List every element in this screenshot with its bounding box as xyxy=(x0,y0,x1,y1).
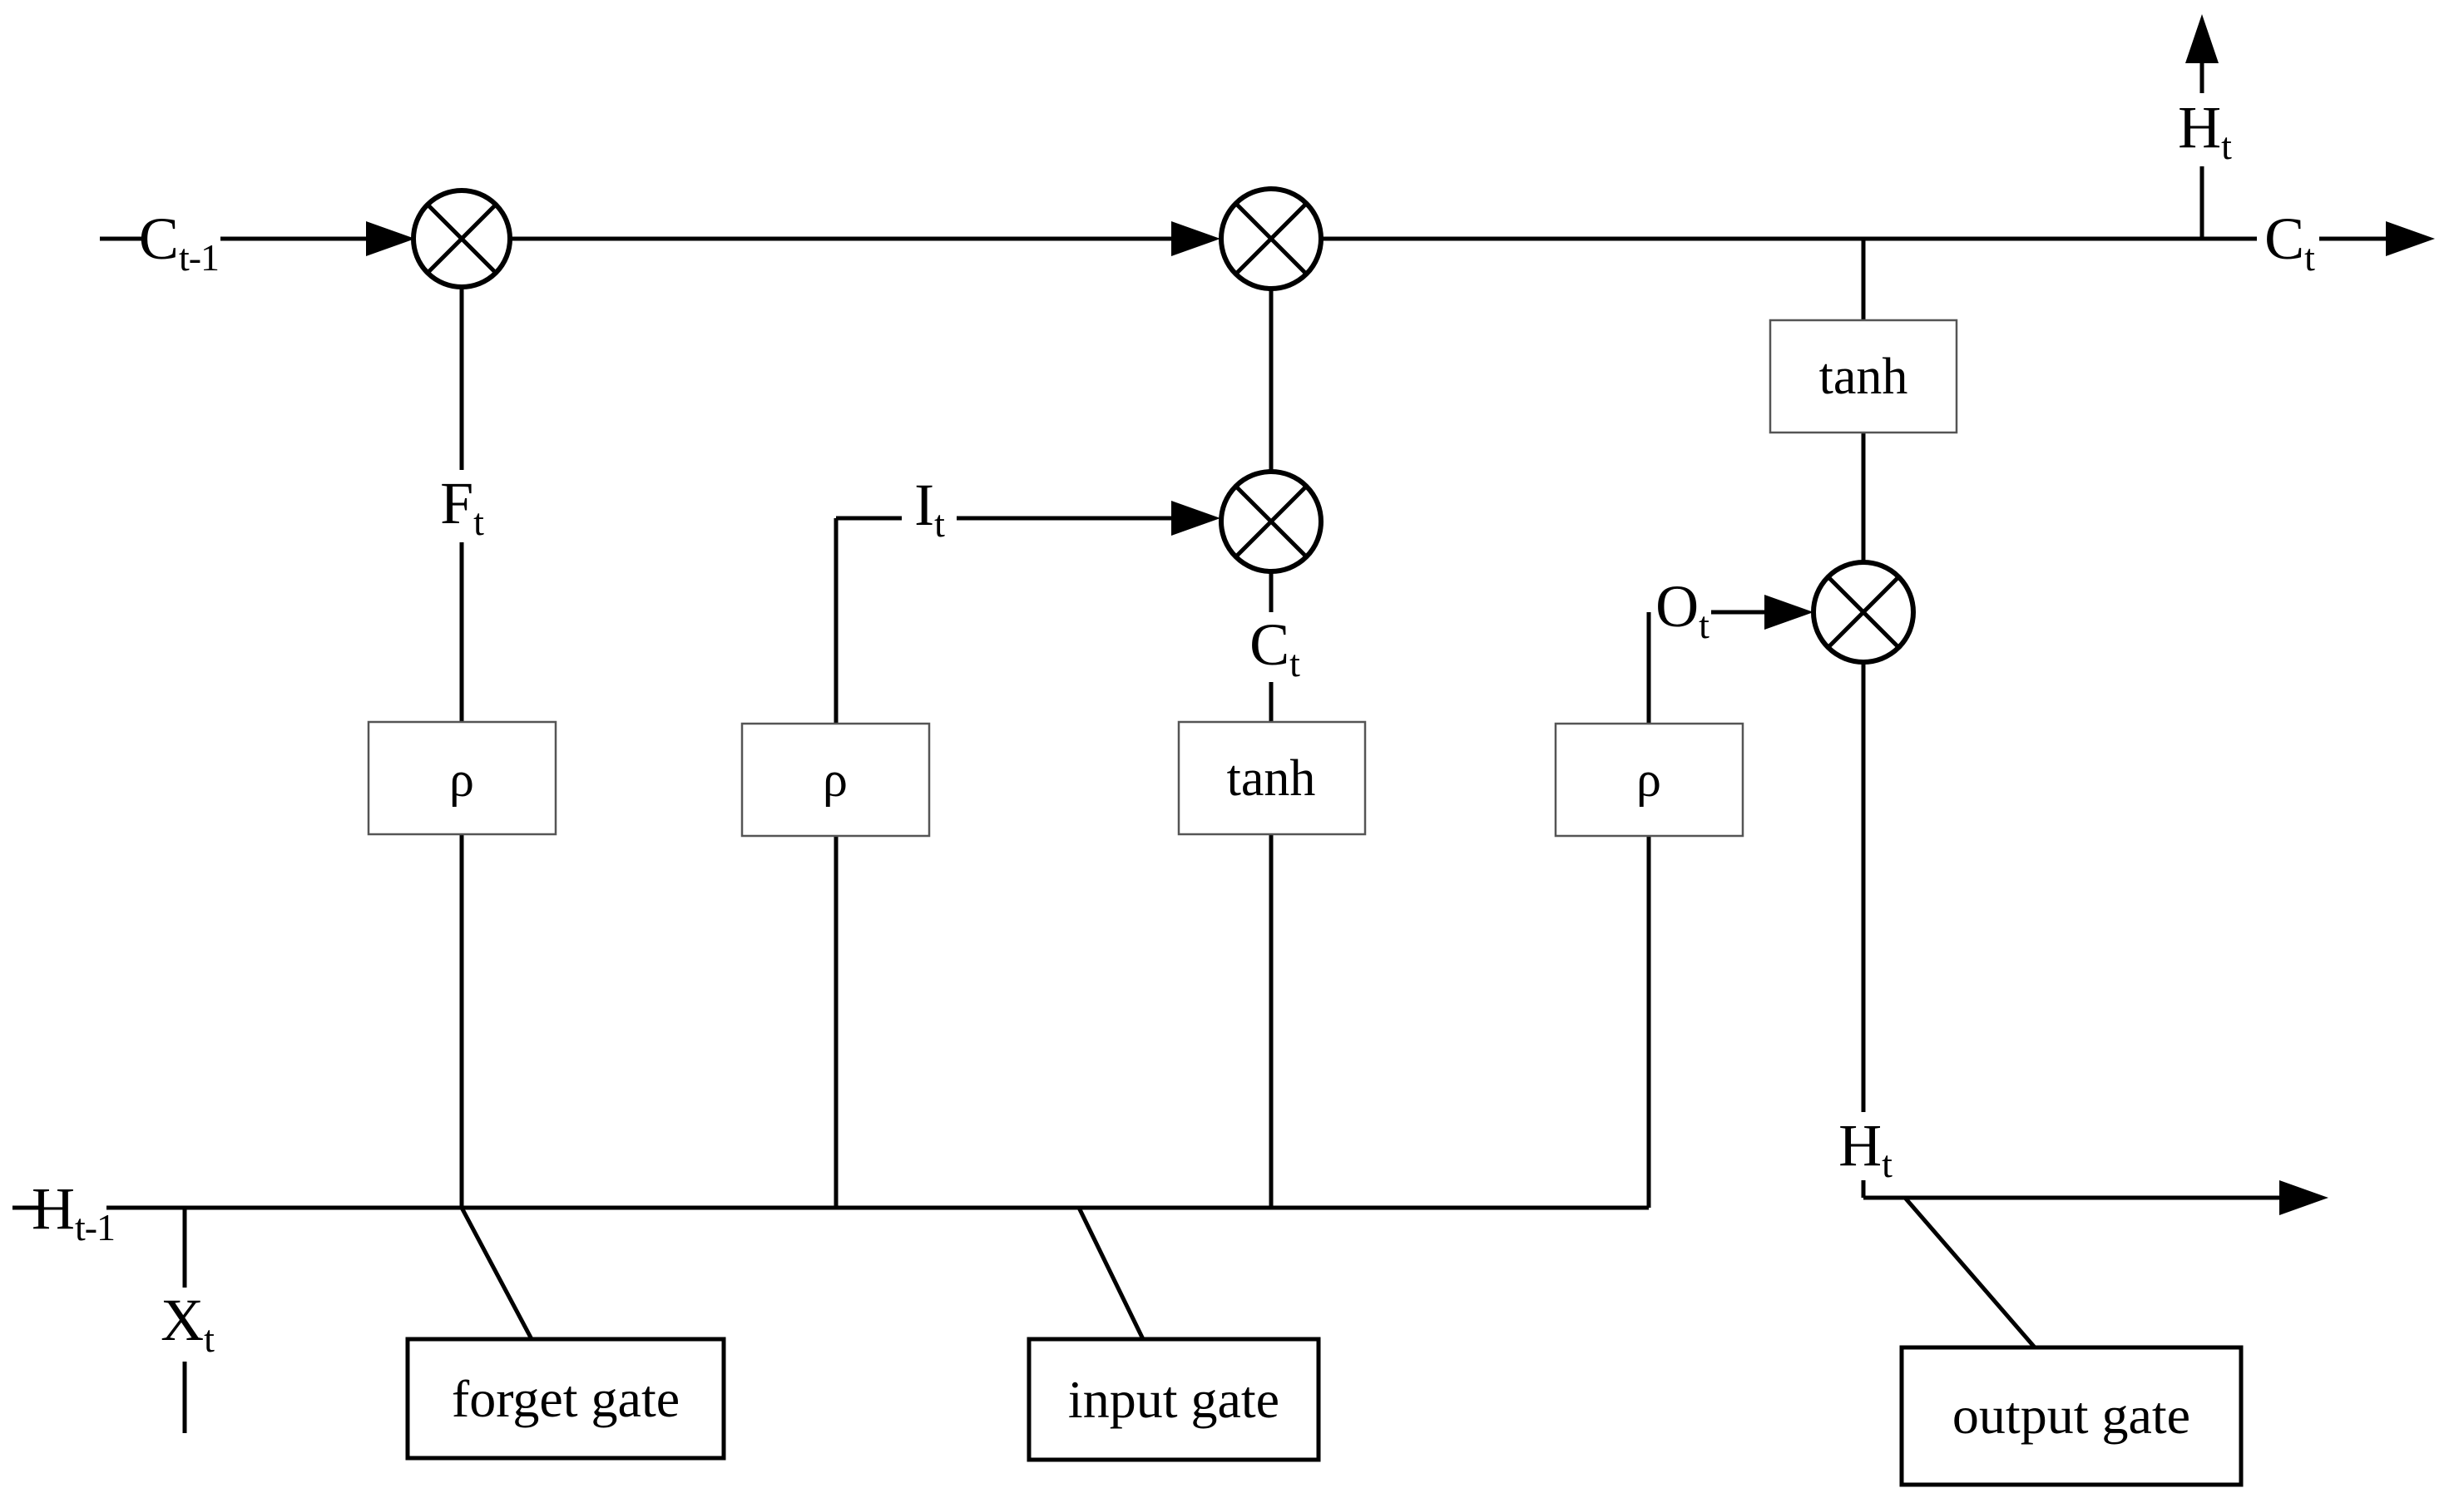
tanh-output-box xyxy=(1769,319,1958,434)
label-h-t-bottom-main: H xyxy=(1838,1112,1883,1179)
arrowhead-c-out-icon xyxy=(2386,221,2435,256)
rho-forget-label: ρ xyxy=(449,752,474,807)
label-h-t-top-main: H xyxy=(2178,94,2222,161)
arrowhead-it-icon xyxy=(1171,501,1220,536)
arrowhead-ht-out-icon xyxy=(2279,1180,2328,1215)
label-h-prev: Ht-1 xyxy=(32,1179,116,1248)
label-h-t-top-sub: t xyxy=(2221,124,2232,167)
multiply-x-stroke xyxy=(426,203,497,274)
label-f-t-main: F xyxy=(440,470,474,537)
label-c-prev-main: C xyxy=(138,205,179,273)
arrowhead-ot-icon xyxy=(1764,595,1813,630)
label-i-t-sub: t xyxy=(934,502,945,545)
arrowhead-into-input-multiply-icon xyxy=(1171,221,1220,256)
output-column-lines xyxy=(1646,610,1765,1208)
label-f-t: Ft xyxy=(440,470,484,543)
multiply-x-stroke xyxy=(1234,202,1308,275)
label-h-t-bottom-sub: t xyxy=(1882,1142,1893,1185)
label-h-t-bottom: Ht xyxy=(1838,1112,1893,1185)
hidden-input-line xyxy=(12,1205,1649,1433)
input-gate-callout-line xyxy=(1076,1206,1145,1341)
input-gate-label: input gate xyxy=(1067,1370,1280,1429)
label-x-t-sub: t xyxy=(204,1317,215,1360)
multiply-x-stroke xyxy=(1234,485,1308,558)
label-c-candidate: Ct xyxy=(1249,615,1300,685)
input-multiply-gate xyxy=(1219,469,1324,574)
rho-output-box xyxy=(1554,722,1744,838)
tanh-candidate-box xyxy=(1177,720,1367,836)
label-c-out-sub: t xyxy=(2304,235,2315,279)
arrowhead-into-forget-multiply-icon xyxy=(366,221,415,256)
rho-output-label: ρ xyxy=(1636,752,1661,807)
multiply-x-stroke xyxy=(1827,576,1900,649)
input-column-lines xyxy=(834,516,1173,1208)
tanh-candidate-label: tanh xyxy=(1226,750,1316,807)
forget-gate-box xyxy=(405,1337,726,1461)
rho-input-label: ρ xyxy=(823,752,848,807)
arrowhead-h-top-up-icon xyxy=(2185,14,2219,63)
label-x-t-main: X xyxy=(161,1287,205,1354)
label-h-prev-main: H xyxy=(31,1175,75,1243)
label-h-prev-sub: t-1 xyxy=(74,1205,116,1248)
output-gate-callout-line xyxy=(1903,1196,2036,1349)
label-c-prev-sub: t-1 xyxy=(178,235,220,279)
output-gate-label: output gate xyxy=(1952,1386,2191,1445)
label-x-t: Xt xyxy=(161,1287,215,1360)
label-c-candidate-main: C xyxy=(1249,611,1290,679)
rho-forget-box xyxy=(367,720,557,836)
label-o-t-main: O xyxy=(1655,573,1700,640)
forget-multiply-gate xyxy=(411,188,512,289)
label-o-t: Ot xyxy=(1655,576,1709,645)
forget-gate-label: forget gate xyxy=(451,1369,680,1428)
label-c-prev: Ct-1 xyxy=(139,209,220,279)
label-c-out: Ct xyxy=(2264,209,2315,279)
label-o-t-sub: t xyxy=(1699,603,1709,646)
output-multiply-gate xyxy=(1811,560,1916,665)
label-c-out-main: C xyxy=(2264,205,2305,273)
label-h-t-top: Ht xyxy=(2178,94,2232,167)
forget-gate-callout-line xyxy=(459,1206,534,1341)
label-i-t: It xyxy=(914,472,945,545)
tanh-output-label: tanh xyxy=(1818,349,1908,405)
label-i-t-main: I xyxy=(914,472,935,539)
rho-input-box xyxy=(740,722,931,838)
cell-update-multiply-gate xyxy=(1219,186,1324,291)
input-gate-box xyxy=(1027,1337,1321,1462)
label-c-candidate-sub: t xyxy=(1289,641,1300,685)
label-f-t-sub: t xyxy=(473,500,484,543)
output-gate-box xyxy=(1899,1345,2244,1487)
output-tanh-branch-lines xyxy=(1861,239,2280,1200)
